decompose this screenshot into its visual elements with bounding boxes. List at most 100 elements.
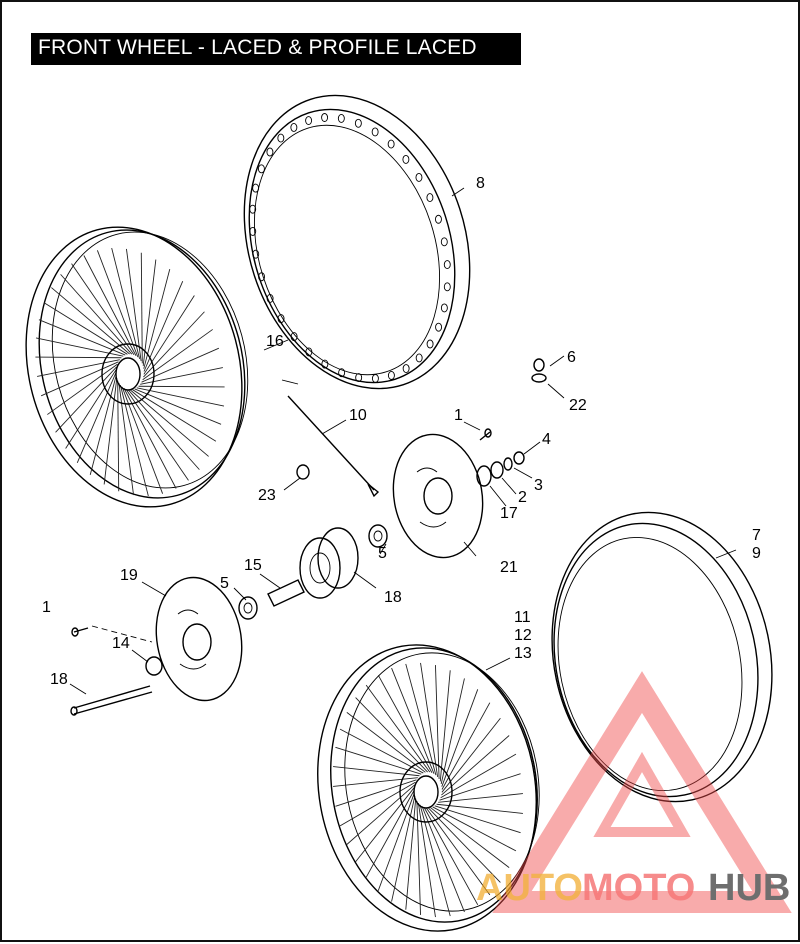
valve-stem-6-part [531, 358, 547, 383]
bearing-5-left-part [238, 596, 258, 620]
rim-hole [257, 164, 265, 174]
spoke-line [391, 667, 435, 774]
callout-label: 1 [42, 599, 51, 616]
spoke-line [140, 367, 223, 385]
rim-hole [355, 373, 363, 383]
spoke-line [37, 359, 120, 377]
spoke-line [40, 361, 119, 397]
spoke-line [430, 807, 510, 868]
spoke-line [432, 806, 517, 852]
spoke-line [346, 784, 415, 845]
spoke-line [391, 795, 416, 902]
spoke-line [335, 779, 417, 807]
spoke-line [440, 678, 465, 785]
callout-label: 12 [514, 627, 532, 644]
rim-hole [434, 214, 442, 224]
rim-hole [321, 359, 329, 369]
spoke-line [138, 385, 225, 388]
callout-label: 2 [518, 489, 527, 506]
rim-hole [277, 133, 285, 143]
callout-label: 13 [514, 645, 532, 662]
spoke-line [335, 746, 422, 775]
rim-hole [435, 322, 443, 332]
spoke-line [416, 800, 421, 915]
profile-laced-wheel-part [317, 644, 540, 932]
spoke-line [35, 356, 122, 359]
callout-label: 14 [112, 635, 130, 652]
spoke-line [439, 670, 451, 782]
callout-label: 15 [244, 557, 262, 574]
rim-hole [252, 249, 260, 259]
rim-hole [443, 282, 451, 292]
spoke-line [103, 377, 118, 485]
bearing-5-right-part [368, 524, 388, 548]
rim-hole [321, 113, 329, 122]
spoke-line [132, 389, 217, 442]
callout-label: 16 [266, 333, 284, 350]
rim-hole [252, 183, 260, 193]
callout-label: 18 [50, 671, 68, 688]
callout-label: 19 [120, 567, 138, 584]
rim-hole [415, 353, 423, 363]
callout-label: 22 [569, 397, 587, 414]
spoke-line [355, 697, 428, 773]
spoke-line [377, 674, 433, 773]
rim-7-9-part [551, 511, 773, 803]
spoke-line [35, 337, 124, 357]
spoke-line [60, 274, 133, 355]
rim-hole [387, 370, 395, 380]
spoke-line [333, 777, 418, 787]
spoke-line [43, 302, 128, 355]
bolt-1-top-part [479, 428, 492, 441]
callout-label: 17 [500, 505, 518, 522]
spoke-line [65, 369, 117, 449]
spoke-line [123, 388, 177, 489]
spoke-line [111, 247, 141, 360]
spoke-line [434, 805, 521, 834]
spoke-line [377, 793, 415, 891]
spoke-line [55, 366, 117, 433]
spoke-line [339, 728, 424, 774]
spoke-line [339, 781, 416, 827]
spoke-line [441, 717, 501, 793]
watermark: AUTO MOTO HUB [476, 671, 792, 913]
spoke-line [365, 790, 415, 878]
spoke-line [140, 252, 143, 364]
rim-hole [354, 118, 362, 128]
rim-hole [338, 368, 346, 378]
spoke-line [143, 311, 205, 378]
rim-8-part [243, 94, 471, 390]
callout-labels: 8 16 10 23 6 22 1 4 3 2 17 21 5 18 15 5 … [42, 175, 761, 688]
spoke-line [143, 268, 171, 369]
spoke-line [421, 806, 465, 913]
spoke-line [143, 281, 184, 372]
spoke-line [441, 702, 491, 790]
rim-hole [290, 123, 298, 132]
spoke-line [76, 372, 117, 463]
spoke-line [425, 807, 491, 896]
rim-hole [290, 332, 298, 342]
rim-hole [305, 116, 313, 126]
spoke-line [419, 804, 451, 917]
spoke-line [38, 319, 126, 356]
hub-18-part [299, 527, 359, 599]
rim-hole [426, 339, 434, 349]
watermark-prefix: AUTO [476, 867, 583, 909]
bolt-1-left-part [71, 625, 153, 643]
callout-label: 3 [534, 477, 543, 494]
callout-label: 5 [378, 545, 387, 562]
spoke-line [405, 798, 417, 910]
spoke-line [435, 665, 440, 780]
callout-label: 10 [349, 407, 367, 424]
rim-hole [249, 204, 257, 214]
spoke-line [440, 753, 517, 799]
spacer-15-part [145, 656, 163, 676]
rim-hole [402, 154, 410, 164]
spoke-line [47, 363, 118, 415]
callout-label: 23 [258, 487, 276, 504]
rim-hole [258, 272, 266, 282]
spoke-line [439, 773, 521, 801]
callout-label: 8 [476, 175, 485, 192]
rim-hole [337, 113, 345, 123]
